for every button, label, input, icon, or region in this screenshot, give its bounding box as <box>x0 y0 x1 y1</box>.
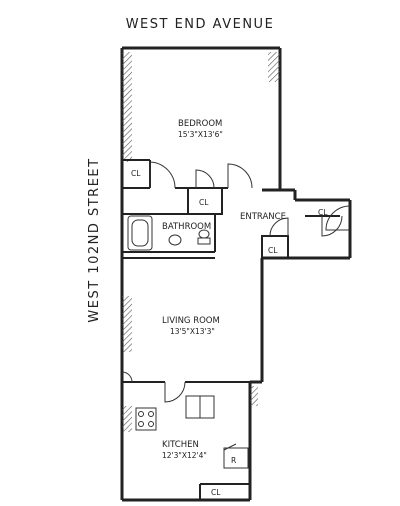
bathroom-label: BATHROOM <box>162 222 211 232</box>
bedroom-label: BEDROOM <box>178 119 222 129</box>
entry-closet-label: CL <box>268 246 278 255</box>
kitchen-counter <box>135 395 215 431</box>
kitchen-label: KITCHEN <box>162 440 199 450</box>
refrigerator-label: R <box>231 456 236 465</box>
interior-walls <box>122 159 340 500</box>
toilet <box>197 229 211 245</box>
sink <box>168 234 182 246</box>
door-swings <box>121 161 351 403</box>
refrigerator <box>223 443 249 469</box>
exterior-walls <box>120 46 352 502</box>
kitchen-size: 12'3"X12'4" <box>162 451 207 460</box>
street-label-side: WEST 102ND STREET <box>87 157 102 322</box>
hall-closet-label: CL <box>199 198 209 207</box>
hatched-walls <box>122 52 280 432</box>
living-room-size: 13'5"X13'3" <box>170 327 215 336</box>
living-room-label: LIVING ROOM <box>162 316 220 326</box>
bedroom-size: 15'3"X13'6" <box>178 130 223 139</box>
bathtub <box>127 215 153 251</box>
entrance-label: ENTRANCE <box>240 212 286 222</box>
entrance-closet-label: CL <box>318 208 328 217</box>
kitchen-closet-label: CL <box>211 488 221 497</box>
bedroom-closet-label: CL <box>131 169 141 178</box>
street-label-top: WEST END AVENUE <box>126 17 275 32</box>
